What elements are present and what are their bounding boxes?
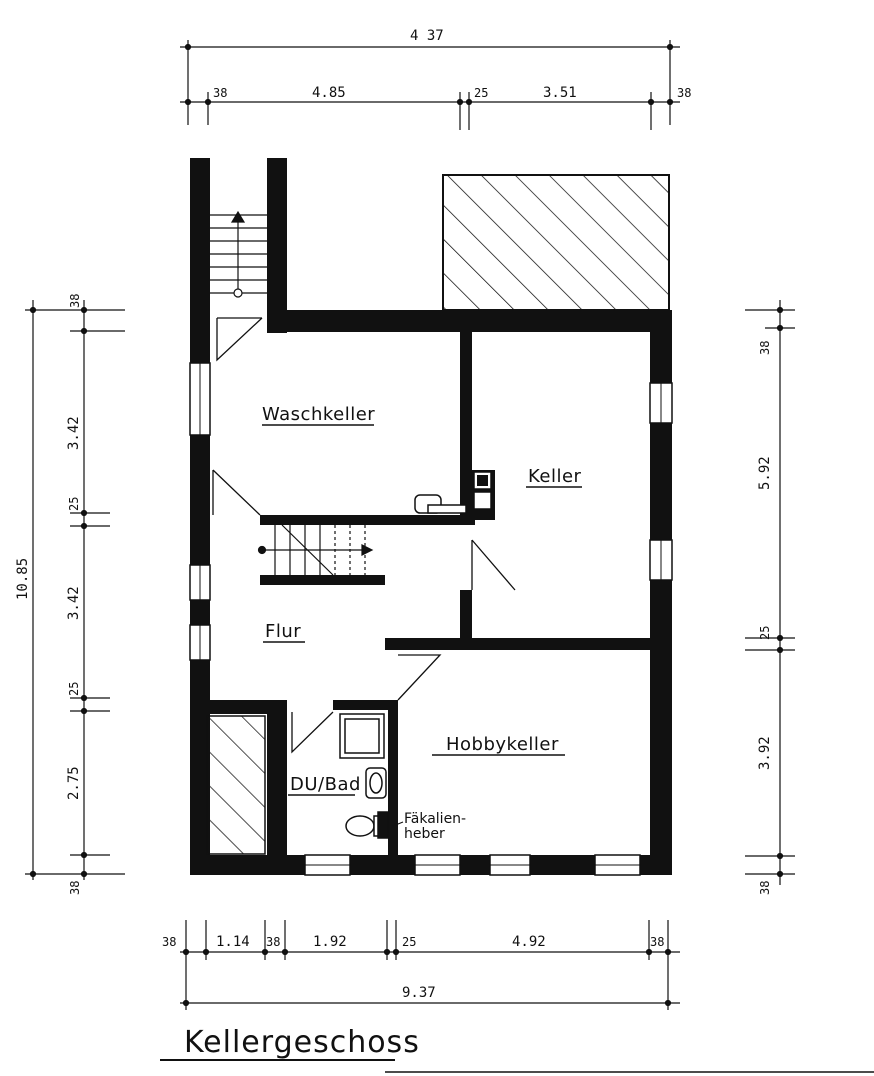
top-dim-seg3: 25 bbox=[474, 86, 488, 100]
left-dim-seg5: 25 bbox=[67, 682, 81, 696]
left-dim-seg7: 38 bbox=[68, 881, 82, 895]
top-dim-seg1: 38 bbox=[213, 86, 227, 100]
inner-stair bbox=[257, 524, 374, 576]
top-dim-seg2: 4.85 bbox=[312, 85, 346, 101]
room-label-flur: Flur bbox=[265, 621, 301, 642]
left-dim-seg4: 3.42 bbox=[66, 586, 82, 620]
note-faekalienheber-1: Fäkalien- bbox=[404, 811, 466, 827]
bottom-dim-seg1: 38 bbox=[162, 935, 176, 949]
right-dim-seg1: 38 bbox=[758, 341, 772, 355]
left-dim-seg2: 3.42 bbox=[66, 416, 82, 450]
room-label-waschkeller: Waschkeller bbox=[262, 404, 375, 425]
right-dim-seg5: 38 bbox=[758, 881, 772, 895]
room-label-hobbykeller: Hobbykeller bbox=[446, 734, 559, 755]
left-dim-overall: 10.85 bbox=[15, 558, 31, 600]
left-dim-seg3: 25 bbox=[67, 497, 81, 511]
right-dim-seg2: 5.92 bbox=[757, 456, 773, 490]
right-dimensions bbox=[745, 300, 795, 885]
bottom-dim-seg7: 38 bbox=[650, 935, 664, 949]
plan-title: Kellergeschoss bbox=[184, 1025, 420, 1060]
left-dim-seg6: 2.75 bbox=[66, 766, 82, 800]
bottom-dim-seg5: 25 bbox=[402, 935, 416, 949]
right-dim-seg4: 3.92 bbox=[757, 736, 773, 770]
bottom-dim-seg4: 1.92 bbox=[313, 934, 347, 950]
bottom-dim-seg2: 1.14 bbox=[216, 934, 250, 950]
top-dim-overall: 4 37 bbox=[410, 28, 444, 44]
right-dim-seg3: 25 bbox=[758, 626, 772, 640]
walls bbox=[190, 158, 672, 875]
top-dimensions bbox=[180, 40, 680, 130]
bottom-dim-overall: 9.37 bbox=[402, 985, 436, 1001]
door-swings bbox=[212, 469, 516, 754]
bottom-dimensions bbox=[180, 920, 680, 1010]
left-dim-seg1: 38 bbox=[68, 294, 82, 308]
store-hatched-area bbox=[206, 715, 266, 855]
bottom-dim-seg3: 38 bbox=[266, 935, 280, 949]
room-label-du-bad: DU/Bad bbox=[290, 774, 361, 795]
terrace-hatched-area bbox=[442, 174, 670, 311]
top-dim-seg4: 3.51 bbox=[543, 85, 577, 101]
bottom-dim-seg6: 4.92 bbox=[512, 934, 546, 950]
outer-stair bbox=[210, 210, 267, 298]
stair-door bbox=[216, 317, 263, 362]
fixtures bbox=[339, 494, 467, 839]
room-label-keller: Keller bbox=[528, 466, 582, 487]
note-faekalienheber-2: heber bbox=[404, 826, 445, 842]
top-dim-seg5: 38 bbox=[677, 86, 691, 100]
left-dimensions bbox=[25, 300, 125, 880]
